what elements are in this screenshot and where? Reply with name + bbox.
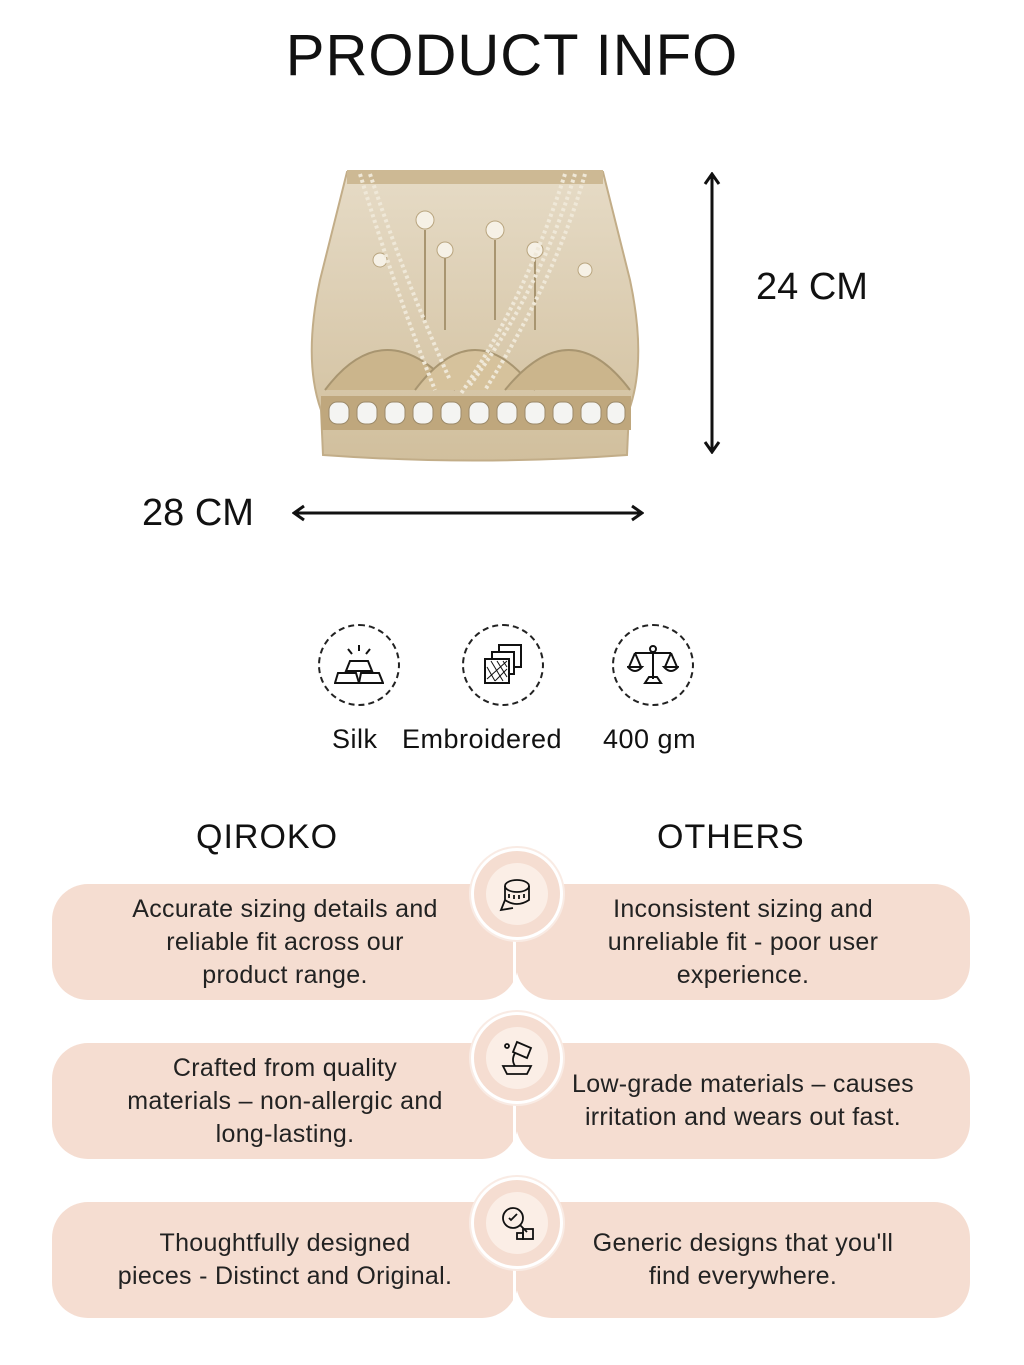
height-label: 24 CM (756, 266, 868, 308)
width-arrow (292, 504, 644, 522)
qiroko-materials-line: Crafted from quality (172, 1053, 398, 1082)
others-sizing-line: unreliable fit - poor user (607, 927, 879, 956)
embroidered-fabric-icon (462, 624, 544, 706)
width-label: 28 CM (142, 492, 254, 534)
measuring-tape-icon (471, 848, 563, 940)
handbag-image (310, 170, 640, 462)
others-point-design: Generic designs that you'll find everywh… (516, 1202, 970, 1318)
qiroko-materials-line: materials – non-allergic and (127, 1086, 443, 1115)
others-materials-line: irritation and wears out fast. (584, 1103, 902, 1131)
qiroko-point-materials: Crafted from quality materials – non-all… (52, 1043, 518, 1159)
others-sizing-line: experience. (676, 960, 810, 989)
feature-label-weight: 400 gm (603, 724, 697, 754)
weighing-scale-icon (612, 624, 694, 706)
others-materials-line: Low-grade materials – causes (572, 1070, 914, 1098)
others-point-sizing: Inconsistent sizing and unreliable fit -… (516, 884, 970, 1000)
qiroko-point-sizing: Accurate sizing details and reliable fit… (52, 884, 518, 1000)
others-design-line: Generic designs that you'll (592, 1229, 894, 1257)
qiroko-sizing-line: Accurate sizing details and (132, 894, 438, 923)
design-search-icon (471, 1177, 563, 1269)
others-sizing-line: Inconsistent sizing and (613, 894, 873, 923)
others-design-line: find everywhere. (648, 1262, 838, 1290)
qiroko-design-line: Thoughtfully designed (159, 1229, 411, 1257)
others-heading: OTHERS (657, 818, 805, 856)
qiroko-sizing-line: reliable fit across our (166, 927, 404, 956)
feature-label-silk: Silk (332, 724, 378, 754)
material-pour-icon (471, 1012, 563, 1104)
qiroko-sizing-line: product range. (202, 960, 368, 989)
height-arrow (703, 172, 721, 454)
silk-bars-icon (318, 624, 400, 706)
others-point-materials: Low-grade materials – causes irritation … (516, 1043, 970, 1159)
qiroko-point-design: Thoughtfully designed pieces - Distinct … (52, 1202, 518, 1318)
feature-label-embroidered: Embroidered (402, 724, 563, 754)
qiroko-materials-line: long-lasting. (215, 1119, 355, 1148)
qiroko-design-line: pieces - Distinct and Original. (117, 1262, 453, 1290)
page-title: PRODUCT INFO (285, 23, 739, 88)
qiroko-heading: QIROKO (196, 818, 339, 856)
